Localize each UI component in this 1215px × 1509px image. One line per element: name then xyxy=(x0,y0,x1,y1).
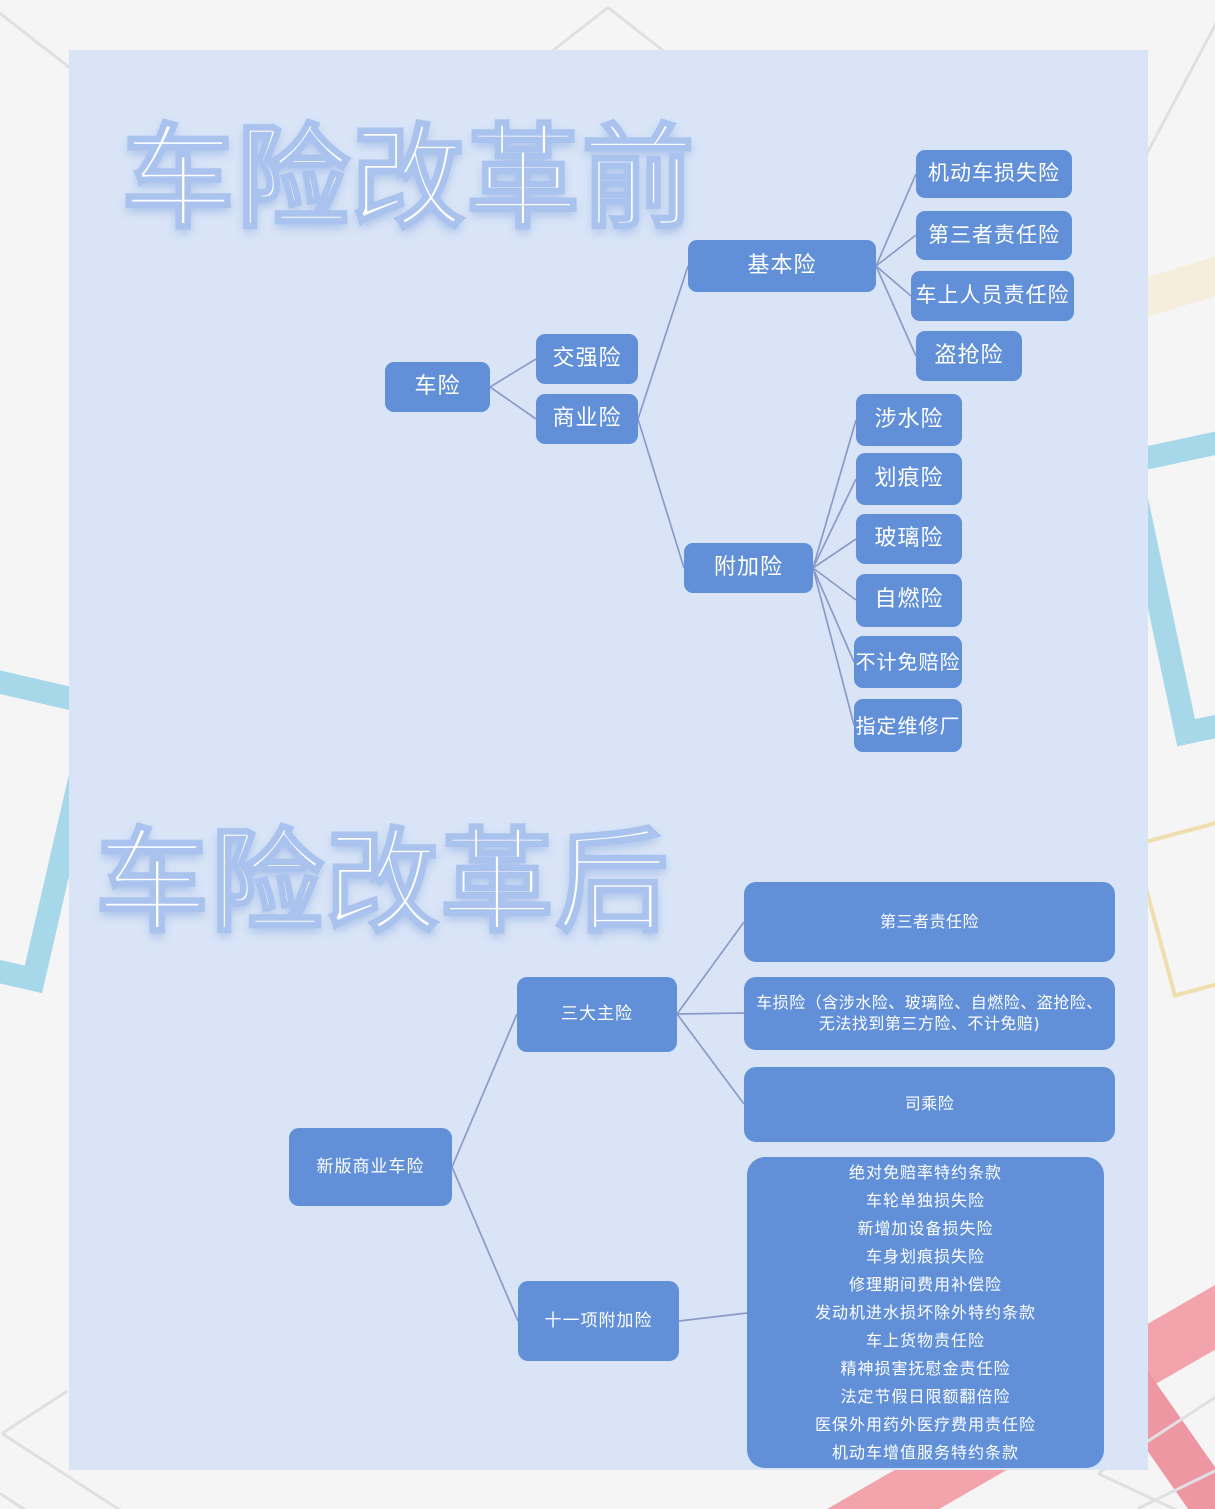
addon-list-item: 新增加设备损失险 xyxy=(857,1218,994,1238)
background-chevron-line xyxy=(0,1492,81,1509)
node-vehicle-damage-new: 车损险（含涉水险、玻璃险、自燃险、盗抢险、无法找到第三方险、不计免赔) xyxy=(744,977,1115,1050)
node-eleven-addon-insurances: 十一项附加险 xyxy=(518,1281,679,1361)
node-third-party-liability-new: 第三者责任险 xyxy=(744,882,1115,962)
node-three-main-insurances: 三大主险 xyxy=(517,977,677,1052)
addon-list-item: 车身划痕损失险 xyxy=(865,1246,985,1266)
node-glass-insurance: 玻璃险 xyxy=(856,514,962,564)
background-chevron-line xyxy=(1137,1465,1215,1509)
node-designated-repair-shop: 指定维修厂 xyxy=(854,699,962,752)
addon-list-item: 车轮单独损失险 xyxy=(865,1190,985,1210)
addon-list-item: 车上货物责任险 xyxy=(865,1330,985,1350)
node-third-party-liability: 第三者责任险 xyxy=(916,211,1072,260)
node-spontaneous-combustion-insurance: 自燃险 xyxy=(856,574,962,627)
background-diagonal-line xyxy=(1138,15,1215,168)
addon-list-item: 法定节假日限额翻倍险 xyxy=(840,1386,1011,1406)
addon-list-item: 机动车增值服务特约条款 xyxy=(831,1442,1019,1462)
node-compulsory-insurance: 交强险 xyxy=(536,334,638,384)
addon-list-item: 医保外用药外医疗费用责任险 xyxy=(814,1414,1036,1434)
addon-list-item: 发动机进水损坏除外特约条款 xyxy=(814,1302,1036,1322)
node-commercial-insurance: 商业险 xyxy=(536,394,638,444)
node-driver-passenger-insurance: 司乘险 xyxy=(744,1067,1115,1142)
addon-list-item: 绝对免赔率特约条款 xyxy=(848,1162,1002,1182)
node-theft-insurance: 盗抢险 xyxy=(916,331,1022,381)
node-vehicle-damage-insurance: 机动车损失险 xyxy=(916,150,1072,198)
background-chevron-line xyxy=(1,1389,69,1435)
addon-list-item: 修理期间费用补偿险 xyxy=(848,1274,1002,1294)
node-addon-list: 绝对免赔率特约条款车轮单独损失险新增加设备损失险车身划痕损失险修理期间费用补偿险… xyxy=(747,1157,1104,1468)
node-new-commercial-car-insurance: 新版商业车险 xyxy=(289,1128,452,1206)
node-deductible-waiver-insurance: 不计免赔险 xyxy=(854,636,962,688)
title-after-reform: 车险改革后 xyxy=(95,817,671,950)
node-wading-insurance: 涉水险 xyxy=(856,394,962,446)
background-chevron-line xyxy=(1097,1472,1215,1509)
addon-list-item: 精神损害抚慰金责任险 xyxy=(840,1358,1011,1378)
node-scratch-insurance: 划痕险 xyxy=(856,453,962,505)
node-basic-insurance: 基本险 xyxy=(688,240,876,292)
node-additional-insurance: 附加险 xyxy=(684,543,813,593)
node-passenger-liability: 车上人员责任险 xyxy=(911,271,1074,321)
node-car-insurance: 车险 xyxy=(385,362,490,412)
title-before-reform: 车险改革前 xyxy=(121,113,697,246)
